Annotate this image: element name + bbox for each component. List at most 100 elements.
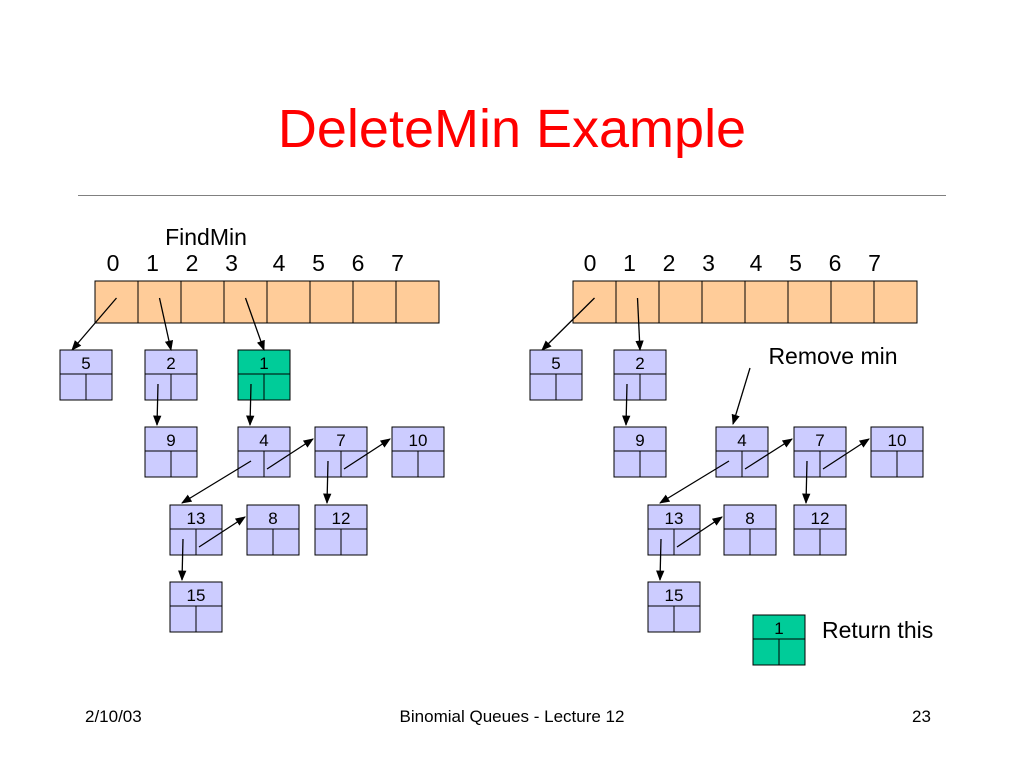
left-link-L7-L12: [323, 460, 332, 505]
left-array-slot-2: [180, 280, 225, 324]
left-node-key: 2: [166, 354, 175, 373]
left-node-key: 7: [336, 431, 345, 450]
findmin-label: FindMin: [165, 224, 247, 250]
right-node-key: 10: [888, 431, 907, 450]
left-array-index-1: 1: [146, 250, 159, 276]
footer-title: Binomial Queues - Lecture 12: [399, 707, 625, 726]
page-number: 23: [912, 707, 931, 726]
slide-title: DeleteMin Example: [277, 99, 747, 159]
right-link-R7-R12: [802, 460, 811, 505]
right-array-index-2: 2: [663, 250, 676, 276]
right-link-R4-R7: [744, 438, 793, 470]
right-node-1: 1: [752, 614, 806, 666]
right-node-9: 9: [613, 426, 667, 478]
left-array-slot-7: [395, 280, 440, 324]
left-array-slot-1: [137, 280, 182, 324]
left-node-key: 15: [187, 586, 206, 605]
left-node-10: 10: [391, 426, 445, 478]
left-node-15: 15: [169, 581, 223, 633]
right-array-index-4: 4: [750, 250, 763, 276]
left-node-13: 13: [169, 504, 223, 556]
right-array-index-0: 0: [584, 250, 597, 276]
right-link-R2-R9: [622, 383, 631, 427]
left-node-key: 5: [81, 354, 90, 373]
left-node-2: 2: [144, 349, 198, 401]
right-node-key: 8: [745, 509, 754, 528]
right-node-key: 9: [635, 431, 644, 450]
left-array-slot-6: [352, 280, 397, 324]
left-node-key: 10: [409, 431, 428, 450]
right-node-key: 13: [665, 509, 684, 528]
right-node-2: 2: [613, 349, 667, 401]
right-node-10: 10: [870, 426, 924, 478]
footer-date: 2/10/03: [85, 707, 142, 726]
right-node-key: 1: [774, 619, 783, 638]
right-array-slot-3: [701, 280, 746, 324]
left-array-index-5: 5: [312, 250, 325, 276]
left-node-8: 8: [246, 504, 300, 556]
right-array-slot-4: [744, 280, 789, 324]
right-node-7: 7: [793, 426, 847, 478]
right-array-slot-7: [873, 280, 918, 324]
left-array-index-4: 4: [273, 250, 286, 276]
left-node-key: 1: [259, 354, 268, 373]
left-node-5: 5: [59, 349, 113, 401]
right-array-index-5: 5: [789, 250, 802, 276]
right-array-index-1: 1: [623, 250, 636, 276]
left-link-L7-L10: [343, 438, 391, 470]
right-node-12: 12: [793, 504, 847, 556]
left-node-1: 1: [237, 349, 291, 401]
right-node-key: 12: [811, 509, 830, 528]
right-link-R4-R13: [659, 460, 730, 504]
right-node-key: 5: [551, 354, 560, 373]
left-array-index-3: 3: [225, 250, 238, 276]
left-link-L1-L4: [246, 383, 255, 427]
right-node-key: 7: [815, 431, 824, 450]
right-node-key: 2: [635, 354, 644, 373]
left-node-7: 7: [314, 426, 368, 478]
right-array-index-3: 3: [702, 250, 715, 276]
right-link-A1-R2: [635, 297, 644, 352]
left-link-A0-L5: [71, 297, 117, 351]
return-this-label: Return this: [822, 617, 933, 643]
left-array-slot-5: [309, 280, 354, 324]
left-link-A1-L2: [158, 297, 174, 352]
left-node-4: 4: [237, 426, 291, 478]
left-node-9: 9: [144, 426, 198, 478]
left-array-slot-3: [223, 280, 268, 324]
left-array-index-0: 0: [107, 250, 120, 276]
right-node-13: 13: [647, 504, 701, 556]
left-node-key: 4: [259, 431, 268, 450]
left-node-key: 8: [268, 509, 277, 528]
right-node-5: 5: [529, 349, 583, 401]
right-node-key: 4: [737, 431, 746, 450]
right-link-R7-R10: [822, 438, 870, 470]
left-link-L13-L8: [198, 516, 246, 548]
right-node-8: 8: [723, 504, 777, 556]
left-array-index-6: 6: [352, 250, 365, 276]
title-divider: [78, 195, 946, 196]
right-array-slot-5: [787, 280, 832, 324]
left-link-L13-L15: [178, 538, 187, 582]
right-node-key: 15: [665, 586, 684, 605]
left-array-index-2: 2: [186, 250, 199, 276]
right-array-slot-0: [572, 280, 617, 324]
right-array-index-7: 7: [868, 250, 881, 276]
right-link-R13-R15: [656, 538, 665, 582]
left-array-index-7: 7: [391, 250, 404, 276]
left-node-key: 9: [166, 431, 175, 450]
left-array-slot-0: [94, 280, 139, 324]
left-node-12: 12: [314, 504, 368, 556]
left-array-slot-4: [266, 280, 311, 324]
left-link-L4-L7: [266, 438, 314, 470]
right-array-index-6: 6: [829, 250, 842, 276]
left-node-key: 13: [187, 509, 206, 528]
left-link-L2-L9: [153, 383, 162, 427]
right-array-slot-6: [830, 280, 875, 324]
right-link-R13-R8: [676, 516, 723, 548]
remove-min-label: Remove min: [768, 343, 897, 369]
left-link-L4-L13: [181, 460, 252, 504]
